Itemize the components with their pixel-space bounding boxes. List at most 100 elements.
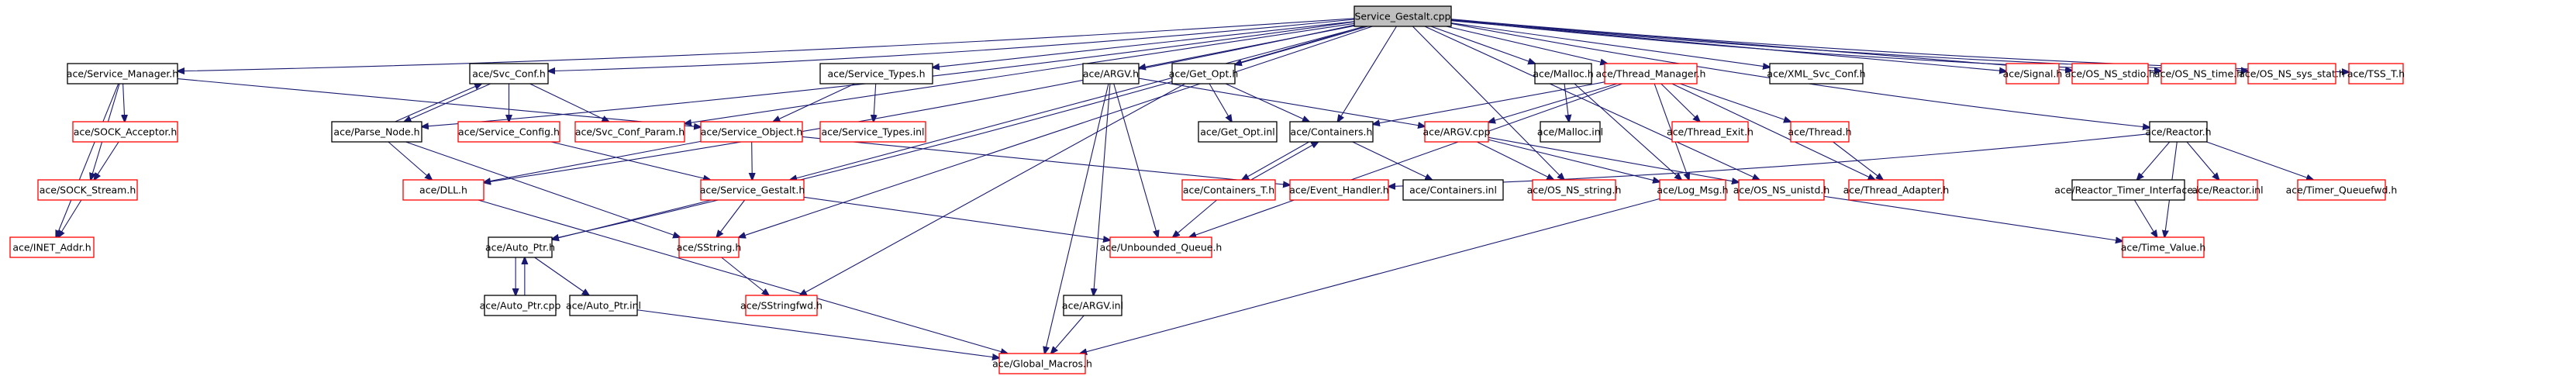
node-box[interactable]: [2071, 179, 2185, 201]
graph-node[interactable]: ace/Service_Types.h: [819, 63, 933, 85]
graph-node[interactable]: ace/Auto_Ptr.inl: [566, 295, 641, 316]
node-box[interactable]: [469, 63, 549, 85]
node-box[interactable]: [1738, 179, 1825, 201]
graph-node[interactable]: ace/XML_Svc_Conf.h: [1767, 63, 1866, 85]
node-box[interactable]: [37, 179, 138, 201]
node-box[interactable]: [72, 121, 178, 143]
graph-node[interactable]: ace/Svc_Conf.h: [469, 63, 549, 85]
graph-node[interactable]: ace/Time_Value.h: [2121, 236, 2206, 258]
node-box[interactable]: [488, 236, 553, 258]
node-box[interactable]: [998, 353, 1086, 374]
graph-node[interactable]: ace/OS_NS_sys_stat.h: [2239, 63, 2345, 85]
node-box[interactable]: [484, 295, 557, 316]
edge-root-to-autoptr: [552, 26, 1364, 239]
node-box[interactable]: [1289, 121, 1374, 143]
node-box[interactable]: [1769, 63, 1864, 85]
graph-node[interactable]: ace/TSS_T.h: [2347, 63, 2405, 85]
graph-node[interactable]: ace/Containers.h: [1289, 121, 1374, 143]
graph-node[interactable]: ace/SOCK_Stream.h: [37, 179, 138, 201]
graph-node[interactable]: ace/Service_Object.h: [700, 121, 803, 143]
graph-node[interactable]: ace/DLL.h: [402, 179, 485, 201]
node-box[interactable]: [9, 236, 95, 258]
graph-node[interactable]: ace/Timer_Queuefwd.h: [2286, 179, 2398, 201]
node-box[interactable]: [331, 121, 422, 143]
graph-node[interactable]: ace/Reactor.h: [2145, 121, 2212, 143]
node-box[interactable]: [1181, 179, 1276, 201]
node-box[interactable]: [2197, 179, 2258, 201]
node-box[interactable]: [574, 121, 685, 143]
graph-node[interactable]: ace/Unbounded_Queue.h: [1100, 236, 1222, 258]
node-box[interactable]: [2149, 121, 2208, 143]
graph-node[interactable]: ace/Reactor_Timer_Interface.h: [2054, 179, 2202, 201]
node-box[interactable]: [569, 295, 638, 316]
node-box[interactable]: [1659, 179, 1726, 201]
graph-node[interactable]: ace/Event_Handler.h: [1289, 179, 1389, 201]
node-box[interactable]: [745, 295, 818, 316]
node-box[interactable]: [700, 179, 805, 201]
graph-node[interactable]: ace/OS_NS_time.h: [2154, 63, 2243, 85]
graph-node[interactable]: ace/Svc_Conf_Param.h: [574, 121, 685, 143]
node-box[interactable]: [1289, 179, 1389, 201]
graph-node[interactable]: ace/OS_NS_unistd.h: [1733, 179, 1830, 201]
graph-node[interactable]: ace/Reactor.inl: [2191, 179, 2264, 201]
node-box[interactable]: [1790, 121, 1850, 143]
graph-node[interactable]: ace/Parse_Node.h: [331, 121, 422, 143]
graph-node[interactable]: ace/Global_Macros.h: [992, 353, 1092, 374]
node-box[interactable]: [678, 236, 740, 258]
node-box[interactable]: [2247, 63, 2336, 85]
graph-node[interactable]: ace/Thread.h: [1788, 121, 1852, 143]
graph-node[interactable]: ace/INET_Addr.h: [9, 236, 95, 258]
node-box[interactable]: [1082, 63, 1140, 85]
graph-node[interactable]: ace/Service_Types.inl: [819, 121, 926, 143]
graph-node[interactable]: ace/OS_NS_string.h: [1527, 179, 1622, 201]
graph-node[interactable]: ace/SOCK_Acceptor.h: [72, 121, 178, 143]
edge-reactor-to-timerqfwd: [2206, 141, 2313, 180]
graph-node[interactable]: ace/Get_Opt.inl: [1198, 121, 1278, 143]
graph-node[interactable]: ace/Auto_Ptr.h: [485, 236, 555, 258]
node-box[interactable]: [819, 121, 926, 143]
node-box[interactable]: [1402, 179, 1504, 201]
node-box[interactable]: [1671, 121, 1749, 143]
graph-node[interactable]: ace/ARGV.h: [1082, 63, 1140, 85]
graph-node[interactable]: ace/Service_Manager.h: [67, 63, 178, 85]
graph-node[interactable]: ace/ARGV.cpp: [1422, 121, 1491, 143]
node-box[interactable]: [1424, 121, 1489, 143]
graph-node[interactable]: ace/Containers.inl: [1402, 179, 1504, 201]
node-box[interactable]: [2348, 63, 2404, 85]
graph-node[interactable]: ace/Service_Gestalt.h: [700, 179, 805, 201]
node-box[interactable]: [457, 121, 560, 143]
node-box[interactable]: [1198, 121, 1278, 143]
graph-node[interactable]: ace/Get_Opt.h: [1169, 63, 1239, 85]
node-box[interactable]: [1540, 121, 1601, 143]
node-box[interactable]: [1604, 63, 1698, 85]
graph-node[interactable]: ace/OS_NS_stdio.h: [2065, 63, 2155, 85]
node-box[interactable]: [1171, 63, 1236, 85]
graph-node[interactable]: ace/Thread_Exit.h: [1667, 121, 1754, 143]
node-box[interactable]: [2071, 63, 2149, 85]
node-box[interactable]: [1532, 179, 1616, 201]
node-box[interactable]: [2005, 63, 2060, 85]
graph-node[interactable]: ace/Log_Msg.h: [1657, 179, 1729, 201]
node-box[interactable]: [2122, 236, 2205, 258]
graph-node[interactable]: ace/ARGV.inl: [1062, 295, 1123, 316]
node-box[interactable]: [1534, 63, 1592, 85]
node-box[interactable]: [67, 63, 178, 85]
graph-node[interactable]: ace/Malloc.h: [1533, 63, 1594, 85]
graph-node[interactable]: ace/SString.h: [677, 236, 742, 258]
graph-node[interactable]: ace/Auto_Ptr.cpp: [480, 295, 561, 316]
node-box[interactable]: [1109, 236, 1212, 258]
graph-node[interactable]: ace/Containers_T.h: [1181, 179, 1276, 201]
node-box[interactable]: [700, 121, 803, 143]
node-box[interactable]: [1063, 295, 1122, 316]
node-box[interactable]: [2160, 63, 2236, 85]
node-box[interactable]: [2297, 179, 2386, 201]
node-box[interactable]: [819, 63, 933, 85]
node-box[interactable]: [1848, 179, 1944, 201]
graph-node[interactable]: ace/Service_Config.h: [457, 121, 560, 143]
graph-node[interactable]: ace/SStringfwd.h: [740, 295, 822, 316]
graph-node[interactable]: ace/Thread_Adapter.h: [1843, 179, 1950, 201]
node-box[interactable]: [402, 179, 485, 201]
graph-node[interactable]: ace/Malloc.inl: [1537, 121, 1603, 143]
graph-node[interactable]: ace/Signal.h: [2003, 63, 2063, 85]
graph-node[interactable]: ace/Thread_Manager.h: [1596, 63, 1706, 85]
